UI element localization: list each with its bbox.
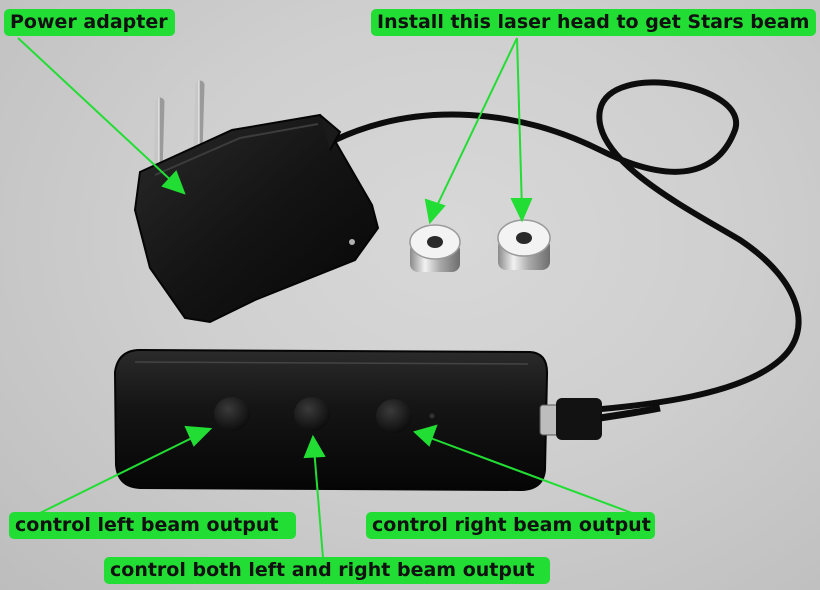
arrow-install-right bbox=[516, 37, 523, 211]
annotation-arrows bbox=[17, 37, 633, 559]
arrow-install-right-head bbox=[510, 198, 533, 223]
label-control-left: control left beam output bbox=[9, 512, 296, 539]
power-cable bbox=[332, 79, 802, 413]
arrow-right-head bbox=[413, 424, 438, 447]
label-control-right: control right beam output bbox=[366, 512, 655, 539]
label-power-adapter: Power adapter bbox=[4, 9, 175, 36]
laser-head-right bbox=[497, 219, 551, 270]
laser-head-left bbox=[409, 224, 461, 272]
label-control-both: control both left and right beam output bbox=[104, 557, 550, 584]
arrow-power bbox=[17, 37, 177, 186]
button-both bbox=[294, 397, 330, 431]
arrow-left-head bbox=[184, 425, 213, 447]
button-left bbox=[214, 397, 250, 431]
arrow-right bbox=[424, 435, 633, 514]
control-box bbox=[113, 348, 661, 492]
label-install-laser-head: Install this laser head to get Stars bea… bbox=[371, 9, 816, 36]
power-adapter bbox=[133, 80, 380, 324]
arrow-power-head bbox=[161, 170, 186, 195]
arrow-left bbox=[39, 433, 201, 514]
arrow-both bbox=[313, 447, 324, 559]
arrow-both-head bbox=[303, 434, 326, 459]
button-right bbox=[376, 399, 412, 433]
arrow-install-left bbox=[433, 37, 518, 213]
arrow-install-left-head bbox=[424, 198, 446, 225]
